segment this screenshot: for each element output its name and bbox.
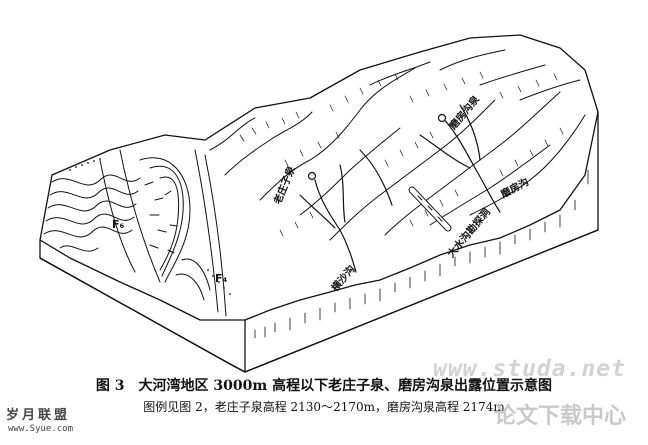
label-f6: F₆ bbox=[112, 218, 125, 231]
label-f4: F₄ bbox=[215, 272, 228, 285]
valley-drainage bbox=[299, 104, 501, 273]
label-laozhuangzi-spring: 老庄子泉 bbox=[270, 163, 298, 207]
label-mofanggou-spring: 磨房沟泉 bbox=[446, 92, 483, 133]
watermark-site-url: www.Syue.com bbox=[8, 424, 74, 434]
folded-strata bbox=[43, 149, 227, 317]
watermark-site-name: 论文下载中心 bbox=[493, 404, 626, 429]
slope-ticks bbox=[239, 71, 564, 237]
label-mofanggou: 磨房沟 bbox=[497, 175, 530, 201]
dotted-bed bbox=[69, 158, 231, 295]
laozhuangzi-spring-marker bbox=[307, 171, 317, 181]
cliff-hatching bbox=[254, 169, 589, 339]
watermark-logo: 岁月联盟 bbox=[6, 408, 71, 423]
front-left-face-top bbox=[39, 239, 246, 321]
watermark-url: www.studa.net bbox=[432, 356, 626, 382]
block-base-edge bbox=[39, 229, 599, 373]
exploration-tunnel bbox=[408, 186, 452, 232]
mofanggou-spring-marker bbox=[437, 113, 447, 123]
label-dashuigou-tunnel: 大水沟勘探洞 bbox=[444, 206, 493, 260]
figure-caption-note: 图例见图 2，老庄子泉高程 2130～2170m，磨房沟泉高程 2174m bbox=[143, 400, 505, 414]
block-outline bbox=[39, 34, 599, 373]
front-right-face-top bbox=[244, 111, 599, 321]
figure-caption-title: 图 3 大河湾地区 3000m 高程以下老庄子泉、磨房沟泉出露位置示意图 bbox=[95, 378, 553, 394]
label-hengshagou: 横沙沟 bbox=[328, 263, 357, 294]
